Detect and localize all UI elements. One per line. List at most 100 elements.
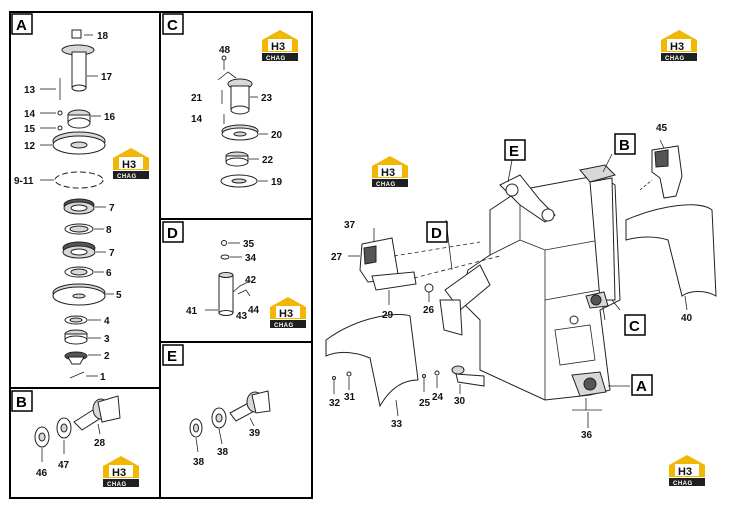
panel-b-parts (34, 395, 121, 462)
panel-a-parts (40, 29, 114, 379)
panel-c-labels: 48 21 23 14 20 22 19 (191, 45, 283, 188)
label-30: 30 (454, 396, 466, 407)
label-22: 22 (262, 155, 274, 166)
label-15: 15 (24, 124, 36, 135)
part-33-fender (325, 314, 419, 417)
label-32: 32 (329, 398, 341, 409)
watermark-bottom-text: CHAG (673, 481, 693, 487)
watermark-bottom-text: CHAG (266, 56, 286, 62)
part-26 (424, 283, 434, 302)
label-6: 6 (106, 268, 112, 279)
watermark-bottom-text: CHAG (117, 174, 137, 180)
label-28: 28 (94, 438, 106, 449)
main-labels: 45 37 27 29 26 40 32 31 25 24 30 33 36 (329, 123, 693, 441)
label-9-11: 9-11 (14, 176, 34, 187)
callout-c: C (624, 314, 646, 336)
label-16: 16 (104, 112, 116, 123)
label-25: 25 (419, 398, 431, 409)
label-17: 17 (101, 72, 113, 83)
part-45 (639, 139, 683, 199)
label-26: 26 (423, 305, 435, 316)
panel-d-tag: D (162, 221, 184, 243)
label-48: 48 (219, 45, 231, 56)
label-29: 29 (382, 310, 394, 321)
label-4: 4 (104, 316, 110, 327)
watermark-top-text: H3 (678, 466, 692, 478)
label-23: 23 (261, 93, 273, 104)
panel-a-tag: A (11, 13, 33, 35)
callout-d: D (426, 221, 448, 243)
panel-b-tag: B (11, 390, 33, 412)
callout-a: A (631, 374, 653, 396)
label-2: 2 (104, 351, 110, 362)
label-21: 21 (191, 93, 203, 104)
panel-d-parts (205, 240, 251, 316)
watermark-bottom-text: CHAG (376, 182, 396, 188)
label-33: 33 (391, 419, 403, 430)
label-42: 42 (245, 275, 257, 286)
label-3: 3 (104, 334, 110, 345)
panel-d-letter: D (167, 225, 178, 242)
panel-a-labels: 18 17 13 14 16 15 12 9-11 7 8 7 6 5 4 3 … (14, 31, 122, 383)
watermark-bottom-text: CHAG (107, 482, 127, 488)
watermark-top-text: H3 (381, 167, 395, 179)
label-43: 43 (236, 311, 248, 322)
panel-c-tag: C (162, 13, 184, 35)
callout-e: E (504, 139, 526, 161)
label-20: 20 (271, 130, 283, 141)
callout-d-letter: D (431, 225, 442, 242)
label-12: 12 (24, 141, 36, 152)
watermark-top-text: H3 (271, 41, 285, 53)
label-27: 27 (331, 252, 343, 263)
label-34: 34 (245, 253, 257, 264)
label-8: 8 (106, 225, 112, 236)
panel-c-parts (217, 55, 268, 188)
panel-b-labels: 28 46 47 (36, 438, 106, 479)
label-45: 45 (656, 123, 668, 134)
panel-e-tag: E (162, 344, 184, 366)
watermark-top-text: H3 (122, 159, 136, 171)
callout-e-letter: E (509, 143, 519, 160)
label-31: 31 (344, 392, 356, 403)
label-14: 14 (24, 109, 36, 120)
main-frame-assembly (439, 153, 630, 411)
watermark-top-text: H3 (112, 467, 126, 479)
label-44: 44 (248, 305, 260, 316)
panel-e-labels: 39 38 38 (193, 428, 261, 468)
label-14-c: 14 (191, 114, 203, 125)
callout-a-letter: A (636, 378, 647, 395)
part-27 (348, 228, 501, 305)
label-7-lower: 7 (109, 248, 115, 259)
label-18: 18 (97, 31, 109, 42)
label-7-upper: 7 (109, 203, 115, 214)
label-1: 1 (100, 372, 106, 383)
panel-e-frame (159, 341, 313, 499)
label-41: 41 (186, 306, 198, 317)
parts-24-25-30 (422, 365, 485, 394)
watermark-bottom-text: CHAG (665, 56, 685, 62)
label-36: 36 (581, 430, 593, 441)
label-37: 37 (344, 220, 356, 231)
watermark-bottom-text: CHAG (274, 323, 294, 329)
callout-c-letter: C (629, 318, 640, 335)
panel-b-letter: B (16, 394, 27, 411)
label-5: 5 (116, 290, 122, 301)
label-46: 46 (36, 468, 48, 479)
callout-b: B (614, 133, 636, 155)
label-39: 39 (249, 428, 261, 439)
watermark-top-text: H3 (670, 41, 684, 53)
label-47: 47 (58, 460, 70, 471)
callout-b-letter: B (619, 137, 630, 154)
label-19: 19 (271, 177, 283, 188)
label-38-right: 38 (217, 447, 229, 458)
panel-e-parts (189, 390, 271, 453)
